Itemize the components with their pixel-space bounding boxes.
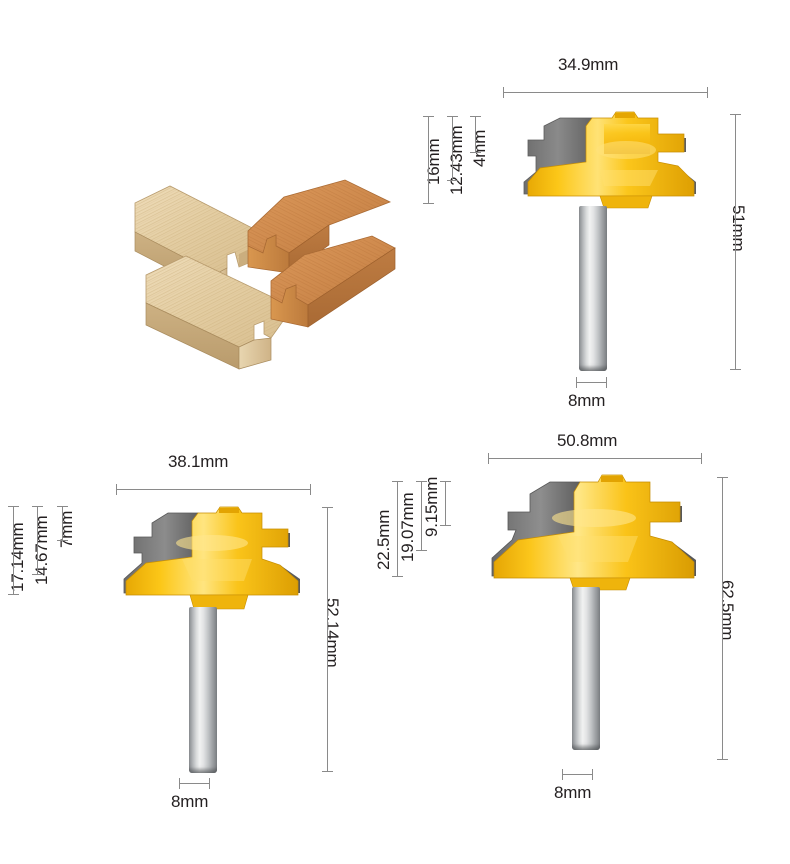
bit2-left-inner-line [62, 506, 63, 540]
bit2-height-dimension-line [327, 507, 328, 771]
bit3-left-inner-cap-top [440, 481, 451, 482]
bit2-shank-cap-right [209, 778, 210, 789]
bit3-left-inner-label: 9.15mm [422, 476, 441, 537]
bit2-left-inner-label: 7mm [57, 510, 76, 548]
bit1-left-middle-cap-bottom [447, 180, 458, 181]
bit1-shank-label: 8mm [568, 391, 606, 410]
bit1-body-to-shank [599, 195, 653, 209]
bit1-height-label: 51mm [729, 205, 748, 252]
bit2-left-outer-label: 17.14mm [8, 522, 27, 592]
bit2-left-outer-cap-bottom [8, 594, 19, 595]
bit2-shank-dimension-line [179, 783, 210, 784]
router-bit-top-right [500, 110, 712, 372]
bit1-left-outer-label: 16mm [424, 138, 443, 185]
bit2-left-inner-cap-bottom [57, 540, 68, 541]
bit3-left-middle-cap-bottom [416, 550, 427, 551]
bit2-shank-cap-left [179, 778, 180, 789]
bit3-left-inner-line [445, 481, 446, 525]
bit1-left-inner-cap-top [470, 116, 481, 117]
bit1-width-cap-left [503, 87, 504, 98]
bit1-left-outer-line [428, 116, 429, 203]
bit3-width-dimension-line [488, 458, 702, 459]
bit3-left-middle-line [421, 481, 422, 550]
bit1-shank-cap-right [606, 377, 607, 388]
bit2-shank-label: 8mm [171, 792, 209, 811]
bit1-height-cap-top [730, 114, 741, 115]
bit3-width-cap-left [488, 453, 489, 464]
bit1-left-inner-line [475, 116, 476, 152]
bit1-height-cap-bottom [730, 369, 741, 370]
bit2-height-label: 52.14mm [323, 598, 342, 668]
joint-piece-lower-left [145, 255, 294, 370]
bit2-left-middle-line [37, 506, 38, 574]
bit3-width-label: 50.8mm [557, 431, 618, 450]
bit1-left-inner-cap-bottom [470, 152, 481, 153]
bit1-yellow-body [527, 111, 695, 197]
bit1-height-dimension-line [735, 114, 736, 369]
bit1-width-dimension-line [503, 92, 708, 93]
bit2-shank [189, 607, 217, 773]
bit1-shank-dimension-line [576, 382, 607, 383]
bit2-left-outer-line [13, 506, 14, 594]
bit3-left-outer-cap-bottom [392, 576, 403, 577]
bit1-cutter-head [500, 110, 712, 210]
bit1-left-middle-line [452, 116, 453, 180]
bit2-width-dimension-line [116, 489, 311, 490]
bit3-height-cap-bottom [717, 759, 728, 760]
bit3-shank-label: 8mm [554, 783, 592, 802]
bit2-body-to-shank [189, 594, 249, 610]
bit2-left-middle-cap-bottom [32, 574, 43, 575]
bit3-width-cap-right [701, 453, 702, 464]
bit3-shank-cap-right [592, 769, 593, 780]
bit3-height-dimension-line [722, 477, 723, 759]
bit1-left-inner-label: 4mm [470, 129, 489, 167]
bit1-shank-cap-left [576, 377, 577, 388]
router-bit-bottom-right [482, 472, 710, 772]
bit1-left-outer-cap-bottom [423, 203, 434, 204]
joint-piece-lower-right [270, 235, 396, 328]
bit1-left-outer-cap-top [423, 116, 434, 117]
bit1-width-cap-right [707, 87, 708, 98]
bit3-shank-dimension-line [562, 774, 593, 775]
bit2-left-inner-cap-top [57, 506, 68, 507]
bit3-shank-cap-left [562, 769, 563, 780]
bit2-width-cap-right [310, 484, 311, 495]
bit1-left-middle-label: 12.43mm [447, 125, 466, 195]
bit1-width-label: 34.9mm [558, 55, 619, 74]
bit2-height-cap-top [322, 507, 333, 508]
bit2-cutter-head [112, 503, 314, 611]
bit2-width-cap-left [116, 484, 117, 495]
bit3-left-inner-cap-bottom [440, 525, 451, 526]
joint-piece-upper-right [247, 179, 392, 274]
bit2-left-middle-cap-top [32, 506, 43, 507]
bit3-left-outer-cap-top [392, 481, 403, 482]
bit3-height-cap-top [717, 477, 728, 478]
bit2-yellow-body [125, 506, 299, 596]
bit3-left-middle-label: 19.07mm [398, 492, 417, 562]
bit3-shank [572, 587, 600, 750]
bit2-left-outer-cap-top [8, 506, 19, 507]
bit3-height-label: 62.5mm [718, 580, 737, 641]
lock-miter-joint-illustration [108, 155, 408, 390]
bit3-cutter-head [482, 472, 710, 592]
bit2-height-cap-bottom [322, 771, 333, 772]
router-bit-bottom-left [112, 503, 314, 773]
bit3-left-outer-line [397, 481, 398, 576]
bit3-left-middle-cap-top [416, 481, 427, 482]
bit1-shank [579, 206, 607, 371]
bit1-left-middle-cap-top [447, 116, 458, 117]
bit3-left-outer-label: 22.5mm [374, 509, 393, 570]
bit3-yellow-body [493, 474, 695, 579]
bit2-width-label: 38.1mm [168, 452, 229, 471]
